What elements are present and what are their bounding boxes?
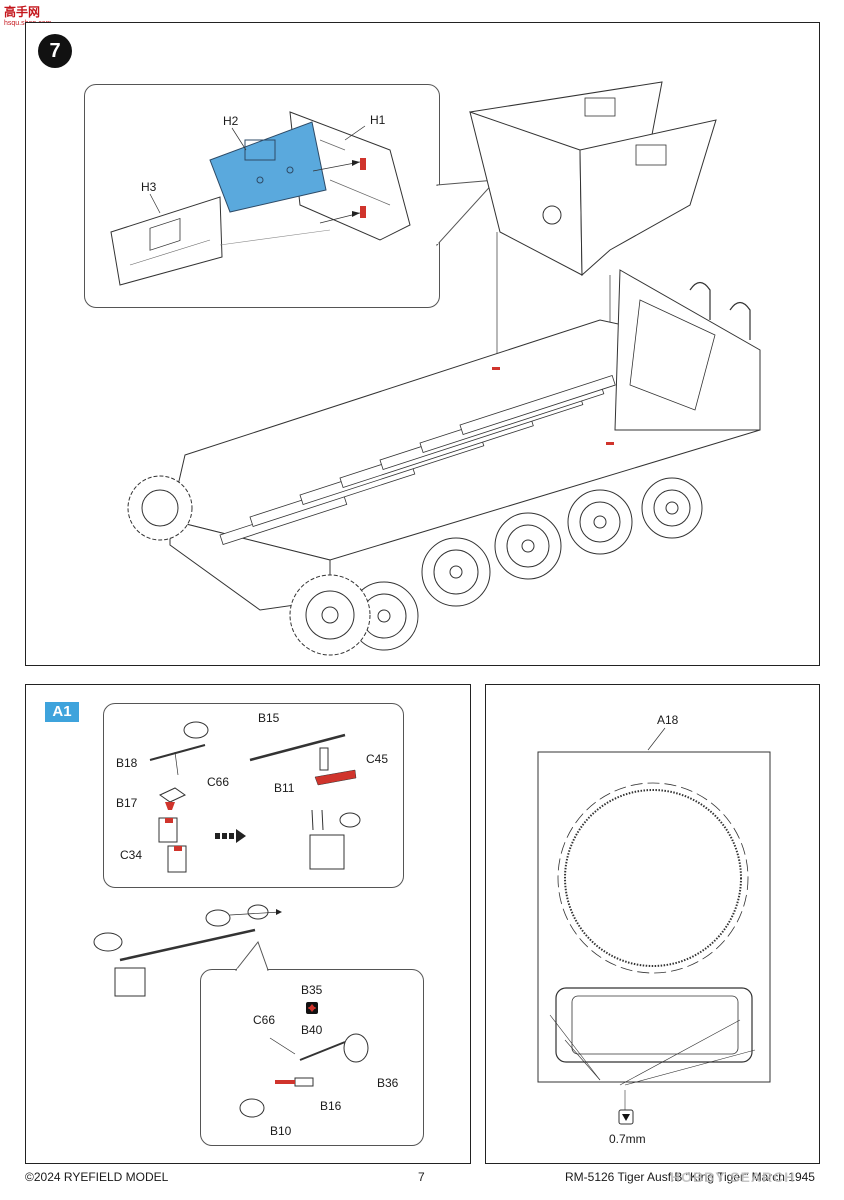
footer-title: RM-5126 Tiger Ausf.B "King Tiger" March …: [565, 1170, 815, 1184]
label-b40: B40: [301, 1023, 323, 1037]
label-b18: B18: [116, 756, 138, 770]
footer-copyright: ©2024 RYEFIELD MODEL: [25, 1170, 169, 1184]
label-a18: A18: [657, 713, 679, 727]
a1-lower-bubble: [200, 969, 424, 1146]
label-c66-lower: C66: [253, 1013, 276, 1027]
label-c66: C66: [207, 775, 230, 789]
label-b35: B35: [301, 983, 323, 997]
h2-part-highlight: [209, 121, 327, 213]
a1-upper-bubble: [103, 703, 404, 888]
a1-badge: A1: [45, 702, 79, 722]
site-logo-text: 高手网: [4, 5, 41, 19]
main-hull-drawing: [127, 81, 761, 656]
inset-hull-wall-drawing: [110, 111, 411, 286]
footer-page-number: 7: [418, 1170, 425, 1184]
label-h3: H3: [141, 180, 157, 194]
label-b10: B10: [270, 1124, 292, 1138]
label-h1: H1: [370, 113, 386, 127]
label-b15: B15: [258, 711, 280, 725]
drill-size-label: 0.7mm: [609, 1132, 646, 1146]
label-b36: B36: [377, 1076, 399, 1090]
watermark-brand: HOBBY SEARCH: [670, 1169, 796, 1185]
bubble-pointer: [435, 179, 498, 247]
label-b11: B11: [274, 781, 295, 795]
step-number-badge: 7: [38, 34, 72, 68]
label-b17: B17: [116, 796, 138, 810]
label-h2: H2: [223, 114, 239, 128]
label-b16: B16: [320, 1099, 342, 1113]
label-c45: C45: [366, 752, 389, 766]
label-c34: C34: [120, 848, 143, 862]
